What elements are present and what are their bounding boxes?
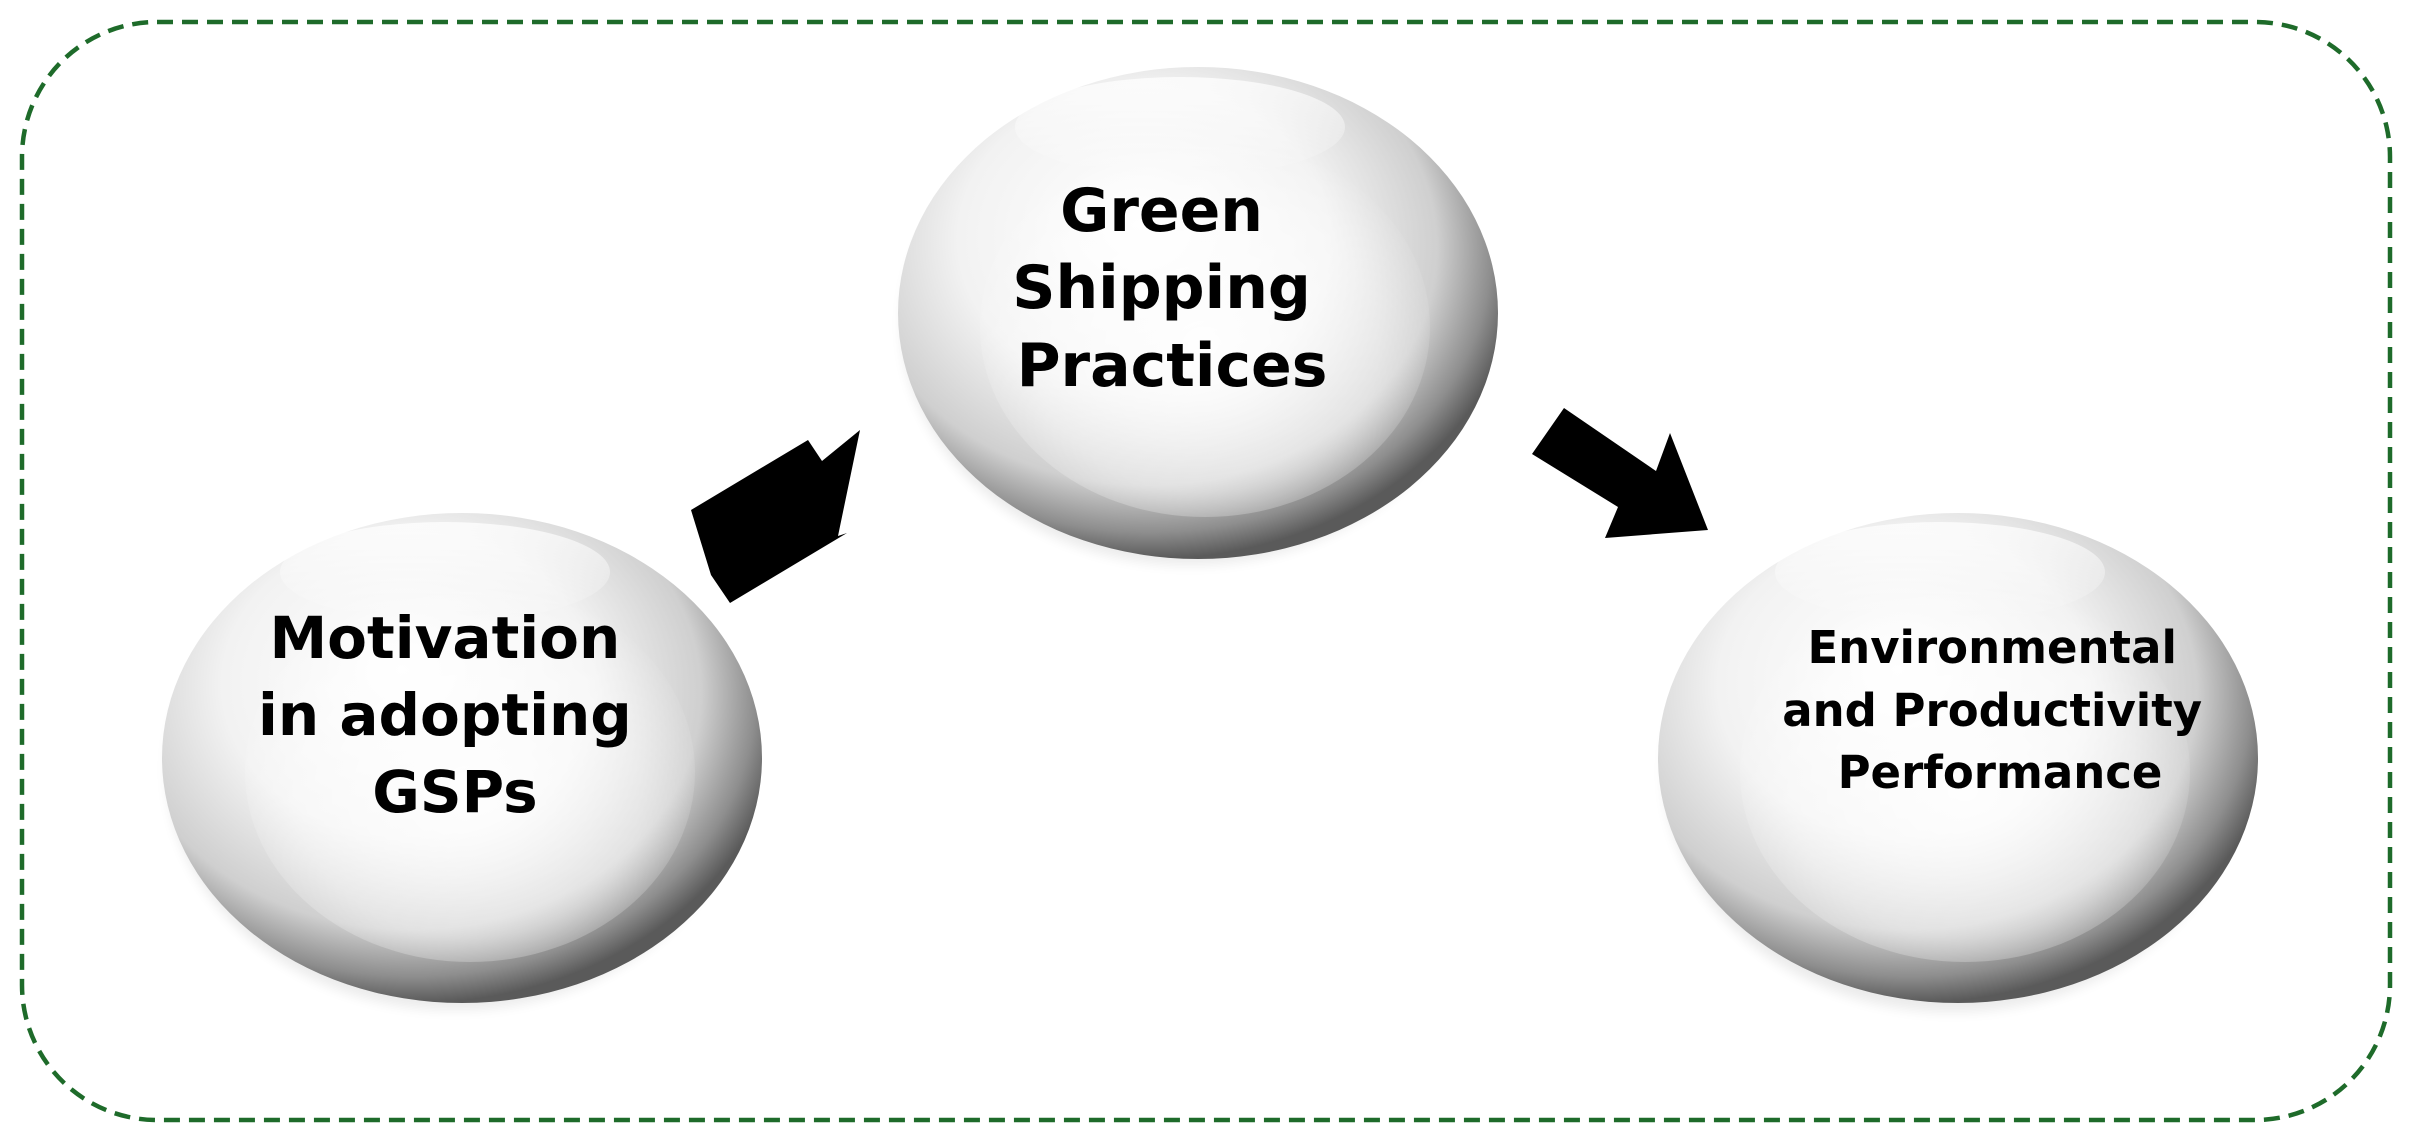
node-performance: Environmental and Productivity Performan… [1658, 513, 2258, 1012]
node-green-shipping: Green Shipping Practices [898, 67, 1498, 565]
node-performance-line-1: Environmental [1807, 621, 2176, 674]
node-motivation-line-3: GSPs [372, 758, 537, 826]
svg-text:Green Shipping Pra: Green Shipping Practices [1012, 176, 1332, 401]
node-green-shipping-line-1: Green [1060, 176, 1263, 246]
node-motivation: Motivation in adopting GSPs [162, 513, 762, 1010]
svg-text:Environmental and Produc: Environmental and Productivity Performan… [1782, 621, 2218, 799]
node-green-shipping-line-2: Shipping [1012, 253, 1311, 323]
svg-text:Motivation in adopting: Motivation in adopting GSPs [258, 604, 652, 826]
arrow-motivation-to-practices [691, 430, 860, 603]
node-motivation-line-1: Motivation [269, 604, 620, 672]
arrow-practices-to-performance [1532, 408, 1708, 538]
node-motivation-line-2: in adopting [258, 681, 632, 749]
node-performance-line-2: and Productivity [1782, 684, 2202, 737]
node-green-shipping-line-3: Practices [1017, 331, 1328, 401]
node-performance-line-3: Performance [1838, 746, 2163, 799]
